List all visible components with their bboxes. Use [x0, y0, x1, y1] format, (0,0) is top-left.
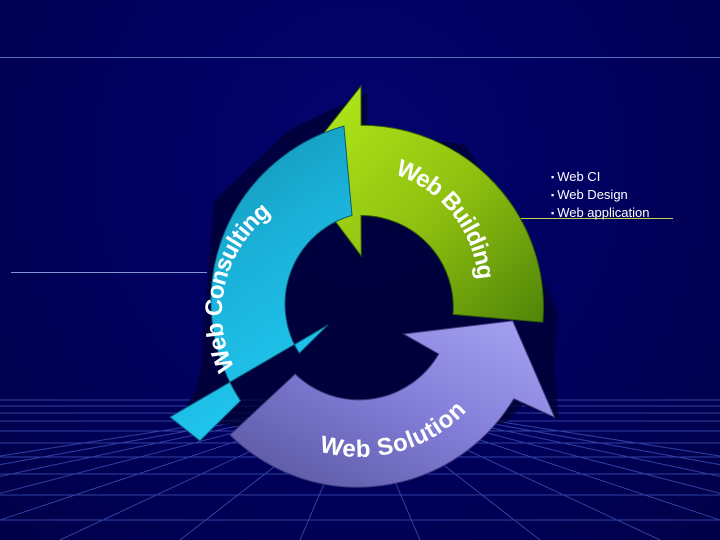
top-divider — [0, 57, 720, 58]
web-building-details: Web CI Web Design Web application — [551, 168, 649, 222]
web-solution-arrow — [229, 320, 556, 488]
web-consulting-arrow — [169, 125, 353, 442]
detail-item: Web Design — [551, 186, 649, 204]
detail-item: Web application — [551, 204, 649, 222]
left-connector-line — [11, 272, 207, 273]
web-building-arrow — [295, 84, 544, 323]
detail-item: Web CI — [551, 168, 649, 186]
